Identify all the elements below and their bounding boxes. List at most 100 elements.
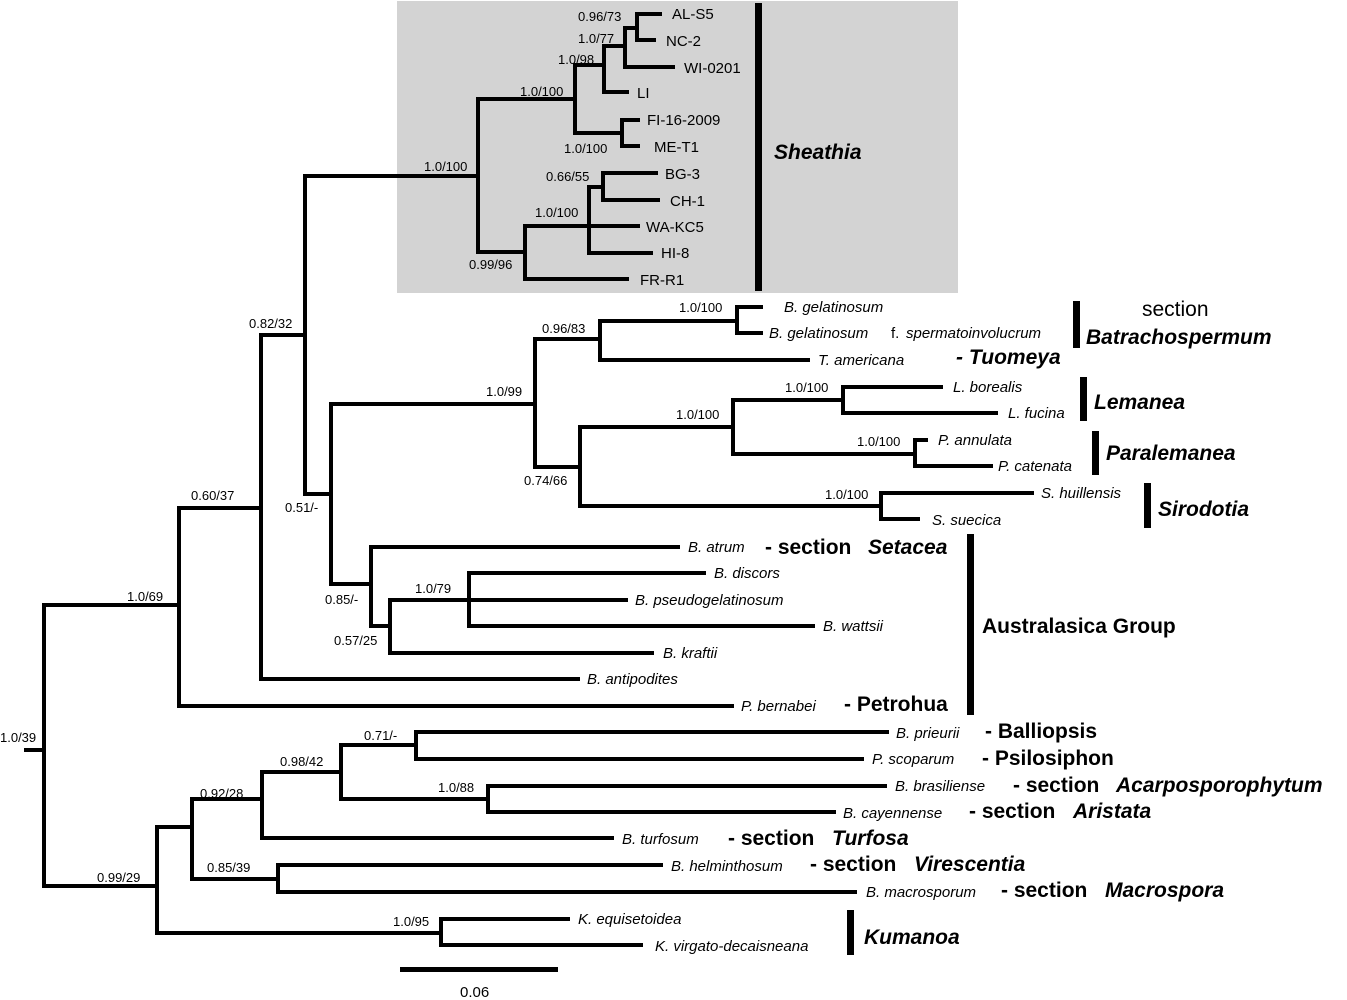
aristata-label: Aristata (1072, 800, 1152, 823)
virescentia-prefix: - section (810, 853, 896, 876)
scale-bar-label: 0.06 (460, 984, 489, 1000)
tip-label: BG-3 (665, 166, 700, 183)
tip-label: B. pseudogelatinosum (635, 592, 783, 609)
lemanea-label: Lemanea (1094, 391, 1185, 414)
tip-label: B. discors (714, 565, 780, 582)
tip-label: f. (891, 325, 899, 342)
support-value: 1.0/98 (558, 52, 594, 67)
support-value: 0.99/29 (97, 870, 140, 885)
tuomeya-label: - Tuomeya (956, 346, 1061, 369)
tip-label: B. kraftii (663, 645, 718, 662)
tip-label: NC-2 (666, 33, 701, 50)
turfosa-prefix: - section (728, 827, 814, 850)
tip-label: B. cayennense (843, 805, 942, 822)
sheathia-bar (755, 3, 762, 291)
tip-label: B. wattsii (823, 618, 884, 635)
tip-label: P. annulata (938, 432, 1012, 449)
support-value: 1.0/100 (825, 487, 868, 502)
paralemanea-bar (1092, 431, 1099, 475)
support-value: 1.0/100 (785, 380, 828, 395)
support-value: 0.96/73 (578, 9, 621, 24)
macrospora-prefix: - section (1001, 879, 1087, 902)
tip-label: P. catenata (998, 458, 1072, 475)
support-value: 1.0/100 (857, 434, 900, 449)
scale-bar: 0.06 (400, 967, 558, 1000)
tip-label: K. equisetoidea (578, 911, 681, 928)
kumanoa-label: Kumanoa (864, 926, 960, 949)
tip-label: B. brasiliense (895, 778, 985, 795)
tip-label: B. gelatinosum (769, 325, 868, 342)
support-value: 0.85/39 (207, 860, 250, 875)
support-value: 0.96/83 (542, 321, 585, 336)
section-label: section (1142, 298, 1209, 321)
support-value: 1.0/100 (424, 159, 467, 174)
support-value: 1.0/79 (415, 581, 451, 596)
tip-label: FR-R1 (640, 272, 684, 289)
tip-label: HI-8 (661, 245, 689, 262)
tip-label: T. americana (818, 352, 904, 369)
scale-bar-line (400, 967, 558, 972)
support-value: 0.99/96 (469, 257, 512, 272)
group-labels: Sheathia section Batrachospermum - Tuome… (728, 141, 1323, 949)
petrohua-label: - Petrohua (844, 693, 948, 716)
sirodotia-label: Sirodotia (1158, 498, 1249, 521)
australasica-label: Australasica Group (982, 615, 1176, 638)
support-value: 0.66/55 (546, 169, 589, 184)
support-value: 0.92/28 (200, 786, 243, 801)
psilosiphon-label: - Psilosiphon (982, 747, 1114, 770)
tip-label: S. huillensis (1041, 485, 1122, 502)
tip-label: L. borealis (953, 379, 1023, 396)
tip-label: B. atrum (688, 539, 745, 556)
australasica-bar (967, 534, 974, 715)
tip-label: CH-1 (670, 193, 705, 210)
paralemanea-label: Paralemanea (1106, 442, 1236, 465)
tip-label: LI (637, 85, 650, 102)
support-value: 1.0/100 (679, 300, 722, 315)
support-value: 0.85/- (325, 592, 358, 607)
tip-label: B. gelatinosum (784, 299, 883, 316)
support-value: 1.0/77 (578, 31, 614, 46)
tip-label: P. bernabei (741, 698, 816, 715)
support-value: 1.0/69 (127, 589, 163, 604)
tip-label: B. macrosporum (866, 884, 976, 901)
support-value: 1.0/88 (438, 780, 474, 795)
support-value: 1.0/100 (564, 141, 607, 156)
tip-label: K. virgato-decaisneana (655, 938, 808, 955)
sheathia-highlight (397, 1, 958, 293)
tip-label: ME-T1 (654, 139, 699, 156)
setacea-label: Setacea (868, 536, 948, 559)
virescentia-label: Virescentia (914, 853, 1026, 876)
batrachospermum-label: Batrachospermum (1086, 326, 1272, 349)
tip-label: AL-S5 (672, 6, 714, 23)
group-bars (755, 3, 1151, 955)
tree-branches (24, 12, 1034, 947)
sheathia-label: Sheathia (774, 141, 862, 164)
support-value: 0.60/37 (191, 488, 234, 503)
sirodotia-bar (1144, 483, 1151, 528)
tip-label: B. helminthosum (671, 858, 783, 875)
support-value: 0.71/- (364, 728, 397, 743)
support-value: 0.51/- (285, 500, 318, 515)
support-value: 0.57/25 (334, 633, 377, 648)
tip-label: B. antipodites (587, 671, 678, 688)
tip-label: B. prieurii (896, 725, 960, 742)
support-value: 1.0/100 (676, 407, 719, 422)
support-value: 1.0/100 (535, 205, 578, 220)
balliopsis-label: - Balliopsis (985, 720, 1097, 743)
acarpo-label: Acarposporophytum (1115, 774, 1323, 797)
support-value: 0.98/42 (280, 754, 323, 769)
support-value: 1.0/99 (486, 384, 522, 399)
lemanea-bar (1080, 377, 1087, 421)
setacea-prefix: - section (765, 536, 851, 559)
support-value: 1.0/95 (393, 914, 429, 929)
support-value: 0.74/66 (524, 473, 567, 488)
batrachospermum-bar (1073, 301, 1080, 348)
tip-label: S. suecica (932, 512, 1001, 529)
macrospora-label: Macrospora (1105, 879, 1224, 902)
tip-label: FI-16-2009 (647, 112, 720, 129)
turfosa-label: Turfosa (832, 827, 909, 850)
tip-label: spermatoinvolucrum (906, 325, 1041, 342)
support-value: 1.0/100 (520, 84, 563, 99)
tip-labels: AL-S5 NC-2 WI-0201 LI FI-16-2009 ME-T1 B… (578, 6, 1122, 955)
